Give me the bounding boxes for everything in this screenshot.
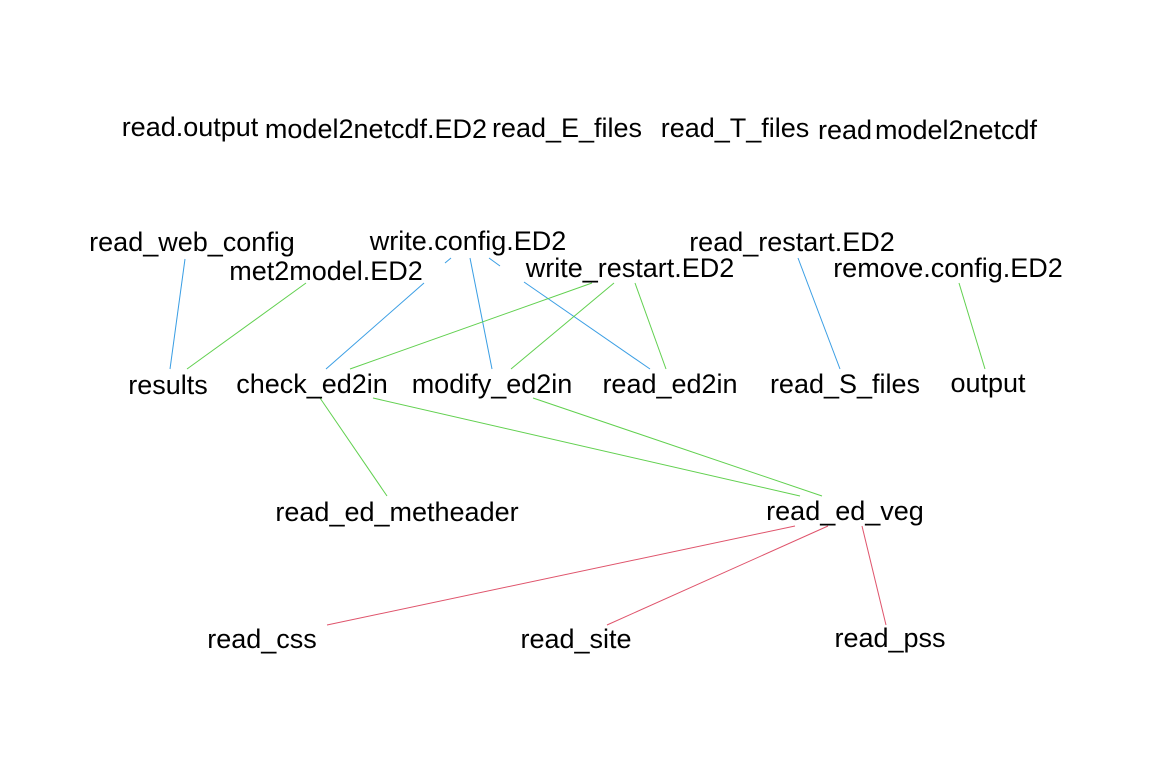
node-read-ed-veg: read_ed_veg bbox=[766, 496, 924, 526]
node-model2netcdf-ed2: model2netcdf.ED2 bbox=[265, 114, 487, 144]
node-read-ed2in: read_ed2in bbox=[602, 369, 737, 399]
node-read-css: read_css bbox=[207, 624, 317, 654]
edge-read-restart-ed2-to-read-s-files bbox=[797, 257, 841, 370]
node-check-ed2in: check_ed2in bbox=[236, 369, 388, 399]
node-read-pss: read_pss bbox=[834, 623, 945, 653]
node-met2model-ed2: met2model.ED2 bbox=[229, 256, 423, 286]
node-write-restart-ed2: write_restart.ED2 bbox=[525, 253, 735, 283]
node-read-site: read_site bbox=[520, 624, 631, 654]
edge-read-ed-veg-to-read-site bbox=[606, 525, 829, 626]
edges-layer bbox=[169, 257, 986, 626]
node-model2netcdf: model2netcdf bbox=[875, 115, 1038, 145]
edge-write-config-ed2-to-modify-ed2in bbox=[469, 257, 493, 370]
node-read: read bbox=[818, 115, 872, 145]
node-results: results bbox=[128, 370, 208, 400]
edge-read-ed-veg-to-read-pss bbox=[861, 525, 887, 626]
edge-read-web-config-to-results bbox=[169, 258, 186, 370]
edge-check-ed2in-to-read-ed-metheader bbox=[319, 397, 388, 497]
node-read-ed-metheader: read_ed_metheader bbox=[275, 497, 518, 527]
edge-write-config-ed2-to-read-ed2in bbox=[523, 281, 651, 370]
node-read-s-files: read_S_files bbox=[770, 369, 920, 399]
node-output: output bbox=[950, 368, 1026, 398]
node-modify-ed2in: modify_ed2in bbox=[412, 369, 573, 399]
node-read-output: read.output bbox=[122, 112, 259, 142]
edge-stub-0 bbox=[444, 257, 452, 264]
edge-read-ed-veg-to-read-css bbox=[326, 525, 796, 626]
node-remove-config-ed2: remove.config.ED2 bbox=[833, 253, 1063, 283]
edge-write-restart-ed2-to-read-ed2in bbox=[634, 282, 667, 370]
edge-write-restart-ed2-to-check-ed2in bbox=[349, 282, 593, 370]
edge-write-config-ed2-to-check-ed2in bbox=[325, 282, 425, 370]
node-read-e-files: read_E_files bbox=[492, 113, 642, 143]
edge-stub-1 bbox=[488, 257, 501, 267]
edge-modify-ed2in-to-read-ed-veg bbox=[532, 397, 823, 497]
node-write-config-ed2: write.config.ED2 bbox=[369, 226, 567, 256]
edge-write-restart-ed2-to-modify-ed2in bbox=[510, 282, 615, 370]
node-read-restart-ed2: read_restart.ED2 bbox=[689, 227, 895, 257]
node-read-web-config: read_web_config bbox=[89, 227, 295, 257]
node-read-t-files: read_T_files bbox=[661, 113, 810, 143]
edge-check-ed2in-to-read-ed-veg bbox=[372, 397, 801, 497]
edge-remove-config-ed2-to-output bbox=[958, 282, 986, 370]
edge-met2model-ed2-to-results bbox=[186, 282, 307, 370]
